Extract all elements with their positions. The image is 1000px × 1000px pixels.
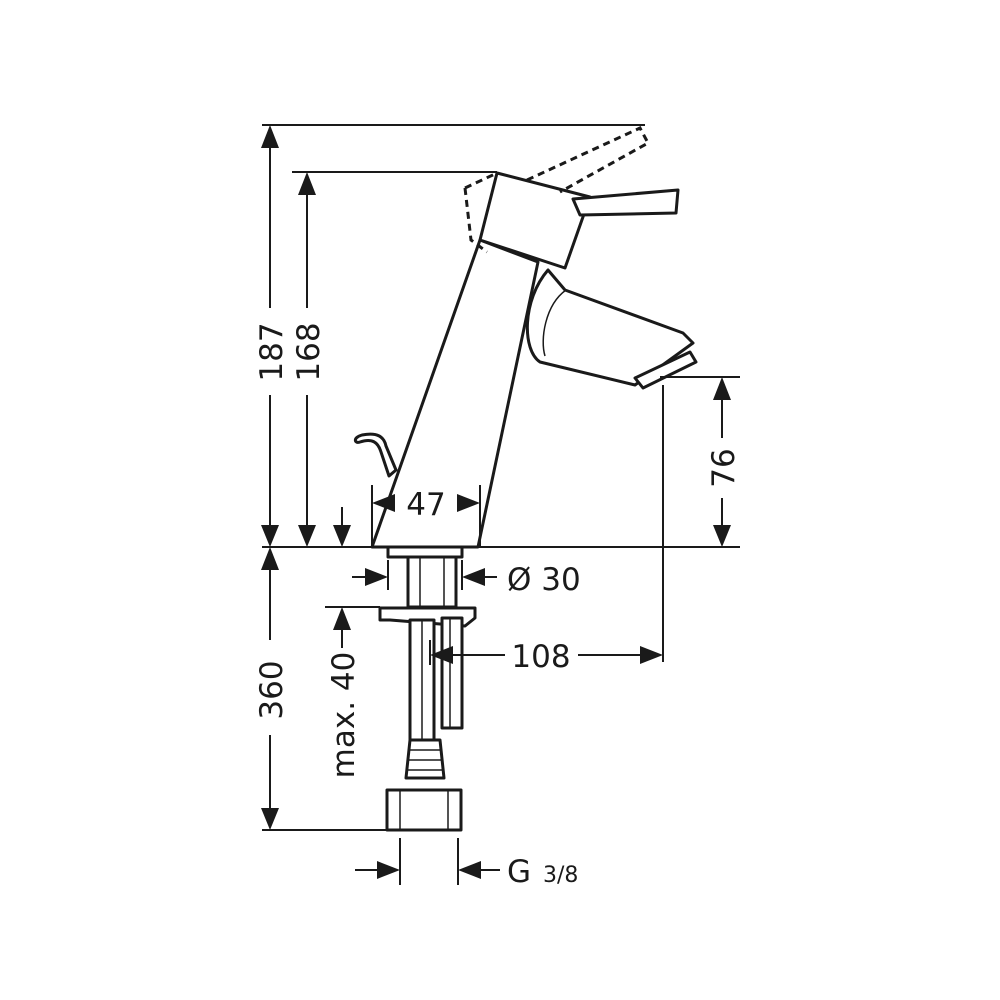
dim-supply-length: 360 <box>254 660 290 719</box>
dimension-labels: 187 168 76 47 Ø 30 108 360 max. 40 G 3/8 <box>254 322 742 890</box>
dim-spout-reach: 108 <box>511 639 570 675</box>
mounting-shank-assembly <box>378 555 477 832</box>
dim-max-deck-thickness: max. 40 <box>326 652 362 779</box>
dim-body-height: 168 <box>291 322 327 381</box>
dim-connection-thread: G <box>507 854 531 890</box>
dimension-lines <box>261 124 740 885</box>
faucet-body <box>353 171 698 559</box>
lever-open-position-outline <box>463 126 651 254</box>
dim-base-width: 47 <box>406 487 445 523</box>
dim-total-height: 187 <box>254 322 290 381</box>
dim-spout-height: 76 <box>706 448 742 487</box>
dim-shank-diameter: Ø 30 <box>507 562 581 598</box>
dim-connection-fraction: 3/8 <box>543 863 578 888</box>
